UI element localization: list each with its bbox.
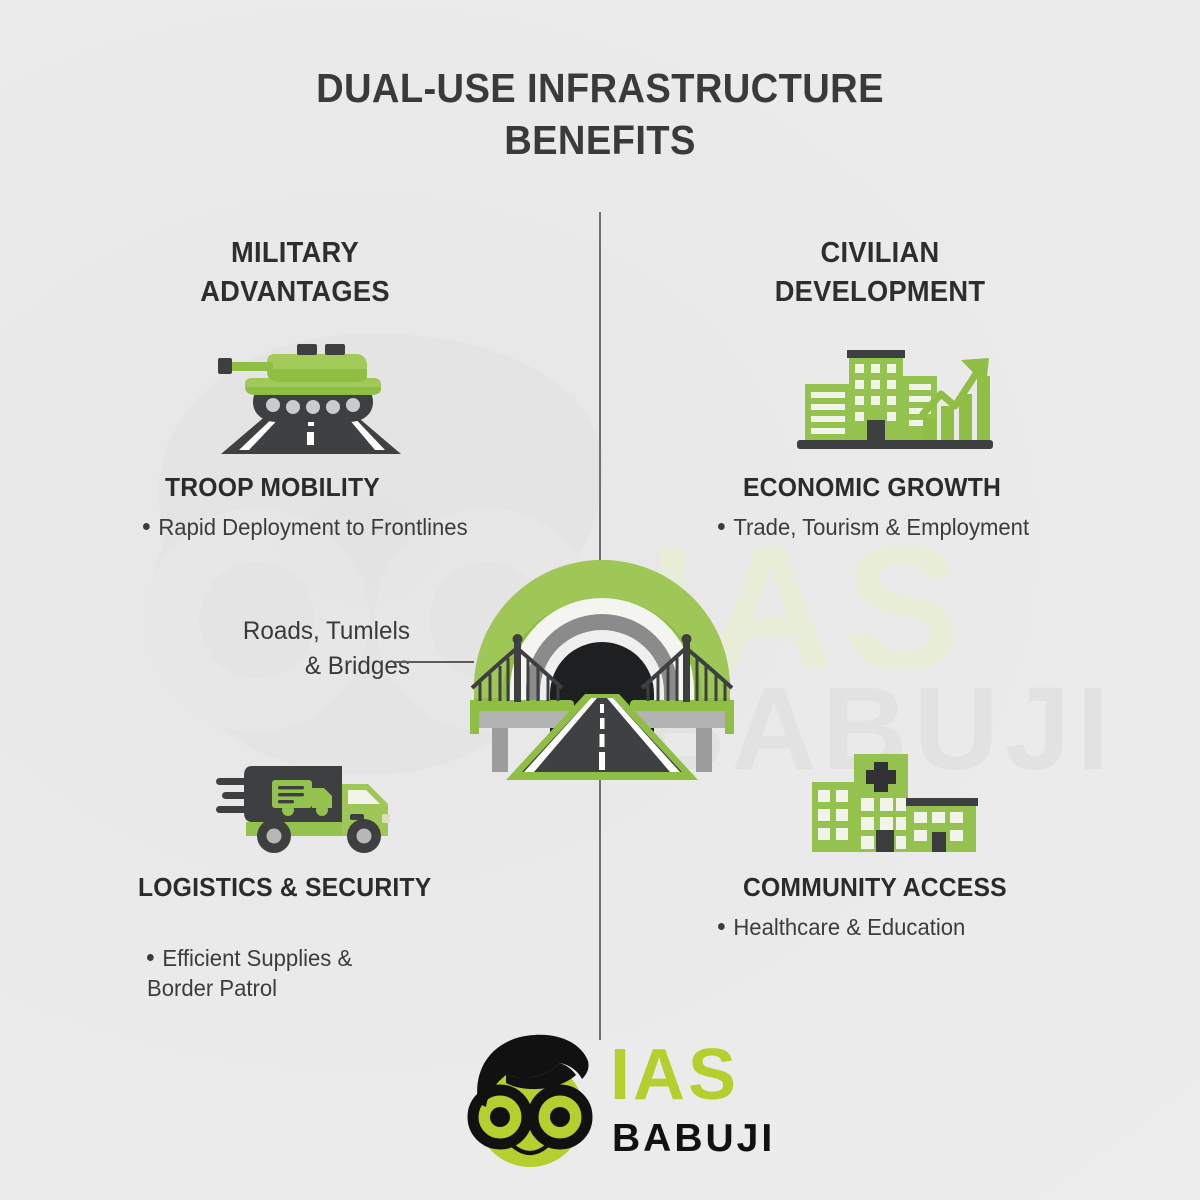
hospital-building-icon — [806, 752, 986, 856]
block-heading-logistics-security: LOGISTICS & SECURITY — [138, 872, 432, 902]
logo-text-ias: IAS — [610, 1035, 740, 1115]
delivery-truck-icon — [216, 752, 416, 856]
block-heading-community-access: COMMUNITY ACCESS — [743, 872, 1007, 902]
bullet-text: Healthcare & Education — [733, 914, 966, 940]
bullet-text: Efficient Supplies & Border Patrol — [147, 944, 353, 1002]
column-heading-civilian: CIVILIAN DEVELOPMENT — [774, 237, 986, 309]
bullet-text: Rapid Deployment to Frontlines — [158, 514, 468, 540]
block-bullet-troop-mobility: Rapid Deployment to Frontlines — [143, 512, 546, 543]
bullet-text: Trade, Tourism & Employment — [733, 514, 1030, 540]
block-bullet-economic-growth: Trade, Tourism & Employment — [718, 512, 1131, 543]
block-logistics-security: LOGISTICS & SECURITY Efficient Supplies … — [120, 872, 550, 1004]
tank-on-road-icon — [213, 336, 409, 454]
block-bullet-community-access: Healthcare & Education — [718, 912, 1131, 943]
bullet-point-icon — [718, 523, 725, 531]
ias-babuji-mascot-face-icon — [462, 1031, 604, 1173]
block-heading-economic-growth: ECONOMIC GROWTH — [743, 472, 1002, 502]
bullet-point-icon — [147, 954, 154, 961]
brand-logo: IAS BABUJI — [462, 1031, 772, 1173]
block-bullet-logistics-security: Efficient Supplies & Border Patrol — [147, 912, 534, 1004]
logo-text-babuji: BABUJI — [612, 1117, 776, 1160]
bullet-point-icon — [143, 523, 150, 531]
center-label-roads-tunnels-bridges: Roads, Tumlels & Bridges — [242, 617, 410, 680]
block-economic-growth: ECONOMIC GROWTH Trade, Tourism & Employm… — [718, 472, 1148, 543]
page-title: DUAL-USE INFRASTRUCTURE BENEFITS — [316, 65, 884, 164]
bullet-point-icon — [718, 923, 725, 931]
block-heading-troop-mobility: TROOP MOBILITY — [165, 472, 380, 502]
block-community-access: COMMUNITY ACCESS Healthcare & Education — [718, 872, 1148, 943]
column-heading-military: MILITARY ADVANTAGES — [200, 237, 390, 309]
block-troop-mobility: TROOP MOBILITY Rapid Deployment to Front… — [143, 472, 563, 543]
leader-line — [394, 661, 474, 663]
city-buildings-growth-chart-icon — [793, 342, 998, 452]
tunnel-bridge-road-icon — [452, 538, 752, 786]
